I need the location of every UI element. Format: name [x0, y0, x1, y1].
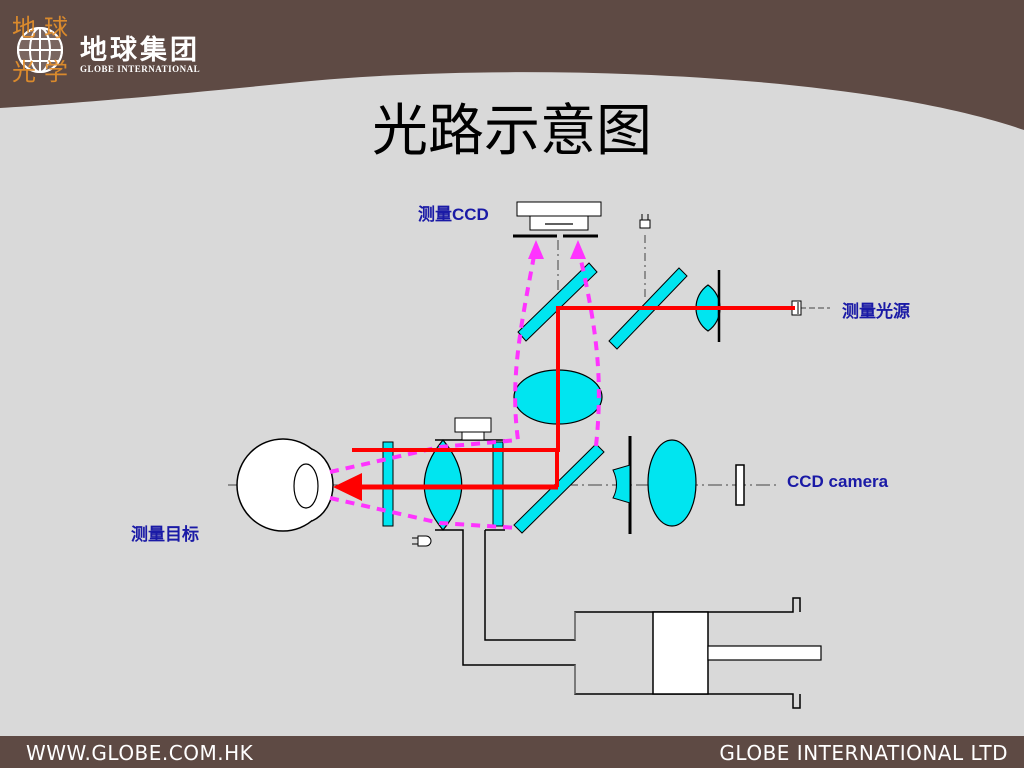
measurement-beam	[352, 306, 795, 452]
logo-char: 学	[44, 58, 68, 86]
eye-icon	[236, 438, 334, 532]
plate-filter-right	[492, 441, 504, 527]
logo-char: 光	[12, 58, 36, 86]
footer-bar	[0, 736, 1024, 768]
footer-company: GLOBE INTERNATIONAL LTD	[719, 741, 1008, 765]
page-title: 光路示意图	[372, 99, 652, 164]
measure-ccd-device	[513, 201, 602, 238]
ccd-camera-sensor	[735, 464, 745, 506]
brand-name-en: GLOBE INTERNATIONAL	[80, 64, 201, 74]
logo-char: 地	[12, 14, 36, 42]
camera-small-lens	[612, 464, 631, 504]
beam-splitter-top-left	[517, 262, 598, 342]
piston-head	[652, 611, 709, 695]
footer-website: WWW.GLOBE.COM.HK	[26, 741, 254, 765]
label-ccd-camera: CCD camera	[787, 472, 889, 491]
label-measure-ccd: 测量CCD	[418, 205, 489, 224]
path-arrowheads	[528, 240, 586, 259]
adjust-knob	[454, 417, 492, 433]
beam-splitter-bottom	[513, 443, 605, 534]
piston-rod	[707, 645, 822, 661]
label-measure-light-source: 测量光源	[842, 302, 910, 321]
imaging-light-path	[329, 255, 601, 530]
lamp-icon	[639, 214, 651, 229]
label-measure-target: 测量目标	[131, 525, 199, 544]
camera-lens	[647, 439, 697, 527]
small-lamp-icon	[412, 535, 432, 547]
globe-logo-icon	[17, 27, 63, 73]
beam-arrow-to-eye	[333, 450, 559, 501]
lens-housing	[435, 439, 570, 666]
brand-name-cn: 地球集团	[80, 35, 200, 66]
piston-cylinder	[560, 597, 801, 709]
header-banner	[0, 0, 1024, 130]
logo-char: 球	[44, 14, 68, 42]
plate-filter-left	[382, 441, 394, 527]
